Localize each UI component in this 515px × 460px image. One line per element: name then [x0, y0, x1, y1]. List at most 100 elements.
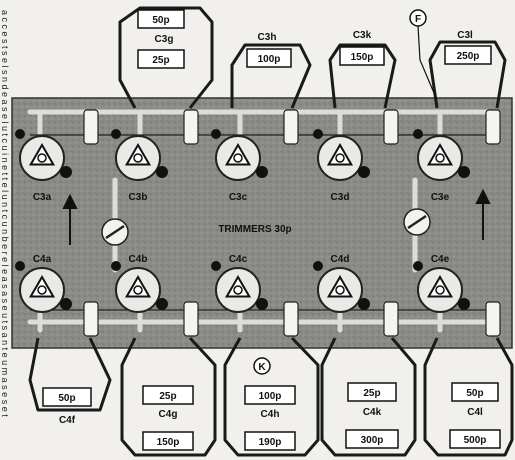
cap-body: [449, 429, 501, 449]
solder-pad: [358, 166, 370, 178]
solder-pad: [313, 261, 323, 271]
resistor: [283, 301, 299, 337]
bottom-caps: 50p C4f 25p C4g 150p 100p C4h 190p 25p C…: [42, 357, 501, 451]
resistor: [485, 301, 501, 337]
wire-c3g: [118, 6, 214, 109]
cap-body: [142, 431, 194, 451]
cap-value: 50p: [58, 393, 75, 404]
cap-label: C4h: [261, 409, 280, 420]
trimmer-hub: [335, 153, 345, 163]
cap-body: [42, 387, 92, 407]
cap-value: 100p: [258, 54, 281, 65]
cap-body: [244, 431, 296, 451]
solder-pad: [458, 298, 470, 310]
solder-pad: [211, 129, 221, 139]
trimmer-label: C4c: [229, 254, 248, 265]
wire-c4f: [28, 337, 112, 412]
cap-value: 50p: [152, 15, 169, 26]
trimmer-label: C3d: [331, 192, 350, 203]
solder-pad: [111, 129, 121, 139]
trimmer-label: C4d: [331, 254, 350, 265]
resistor: [183, 301, 199, 337]
trimmer-hub: [233, 285, 243, 295]
resistor: [383, 301, 399, 337]
trimmer: C3a: [15, 129, 72, 203]
cap-value: 300p: [361, 435, 384, 446]
arrows: [62, 188, 491, 245]
trimmer: C3d: [313, 129, 370, 203]
cap-body: [142, 385, 194, 405]
trimmer-hub: [133, 285, 143, 295]
trimmer: C4b: [111, 254, 168, 313]
cap-value: 50p: [466, 388, 483, 399]
cap-body: [339, 46, 385, 66]
trimmer-hub: [233, 153, 243, 163]
cap-label: C4f: [59, 415, 76, 426]
wire-c3l: [428, 40, 507, 109]
cap-label: C3k: [353, 30, 372, 41]
solder-pad: [313, 129, 323, 139]
solder-pad: [413, 129, 423, 139]
cap-label: C3l: [457, 30, 473, 41]
cap-value: 190p: [259, 437, 282, 448]
resistors: [83, 109, 501, 337]
cap-label: C4l: [467, 407, 483, 418]
solder-pad: [111, 261, 121, 271]
cap-body: [137, 49, 185, 69]
screws: [101, 208, 431, 246]
cap-body: [244, 385, 296, 405]
solder-pad: [60, 166, 72, 178]
cap-body: [444, 45, 492, 65]
trimmer-label: C3c: [229, 192, 248, 203]
trimmers-bottom: C4a C4b C4c C4d C4e: [15, 254, 470, 313]
trimmer: C4a: [15, 254, 72, 313]
cap-value: 25p: [159, 391, 176, 402]
cap-value: 25p: [363, 388, 380, 399]
solder-pad: [256, 166, 268, 178]
cap-value: 250p: [457, 51, 480, 62]
trimmer-hub: [133, 153, 143, 163]
solder-pad: [60, 298, 72, 310]
trimmer-hub: [37, 153, 47, 163]
cap-body: [246, 48, 292, 68]
resistor: [83, 109, 99, 145]
trimmer-label: C4a: [33, 254, 52, 265]
wire-c3k: [328, 43, 397, 109]
wire-loops: [28, 6, 514, 457]
resistor: [83, 301, 99, 337]
cap-label: C3g: [155, 34, 174, 45]
trimmer-hub: [335, 285, 345, 295]
wire-c4h: [223, 336, 320, 457]
resistor: [383, 109, 399, 145]
wire-c3h: [230, 43, 312, 109]
trimmer-label: C4e: [431, 254, 450, 265]
board-title: TRIMMERS 30p: [218, 224, 291, 235]
trimmer-label: C4b: [129, 254, 148, 265]
trimmer: C4c: [211, 254, 268, 313]
solder-pad: [358, 298, 370, 310]
cap-label: C4k: [363, 407, 382, 418]
solder-pad: [256, 298, 268, 310]
cap-value: 150p: [351, 52, 374, 63]
trimmer: C4e: [413, 254, 470, 313]
solder-pad: [15, 261, 25, 271]
trimmer-hub: [435, 153, 445, 163]
cap-value: 500p: [464, 435, 487, 446]
cap-body: [451, 382, 499, 402]
solder-pad: [15, 129, 25, 139]
cap-body: [137, 9, 185, 29]
trimmer: C4d: [313, 254, 370, 313]
resistor: [183, 109, 199, 145]
marker-k: [253, 357, 271, 375]
trimmer-hub: [435, 285, 445, 295]
resistor: [283, 109, 299, 145]
wire-c4k: [320, 337, 417, 457]
solder-pad: [156, 166, 168, 178]
trimmer-label: C3e: [431, 192, 450, 203]
top-caps: 50p C3g 25p C3h 100p C3k 150p C3l 250p F: [137, 9, 492, 101]
solder-pad: [458, 166, 470, 178]
trimmer-label: C3a: [33, 192, 52, 203]
marker-k-label: K: [258, 362, 266, 373]
